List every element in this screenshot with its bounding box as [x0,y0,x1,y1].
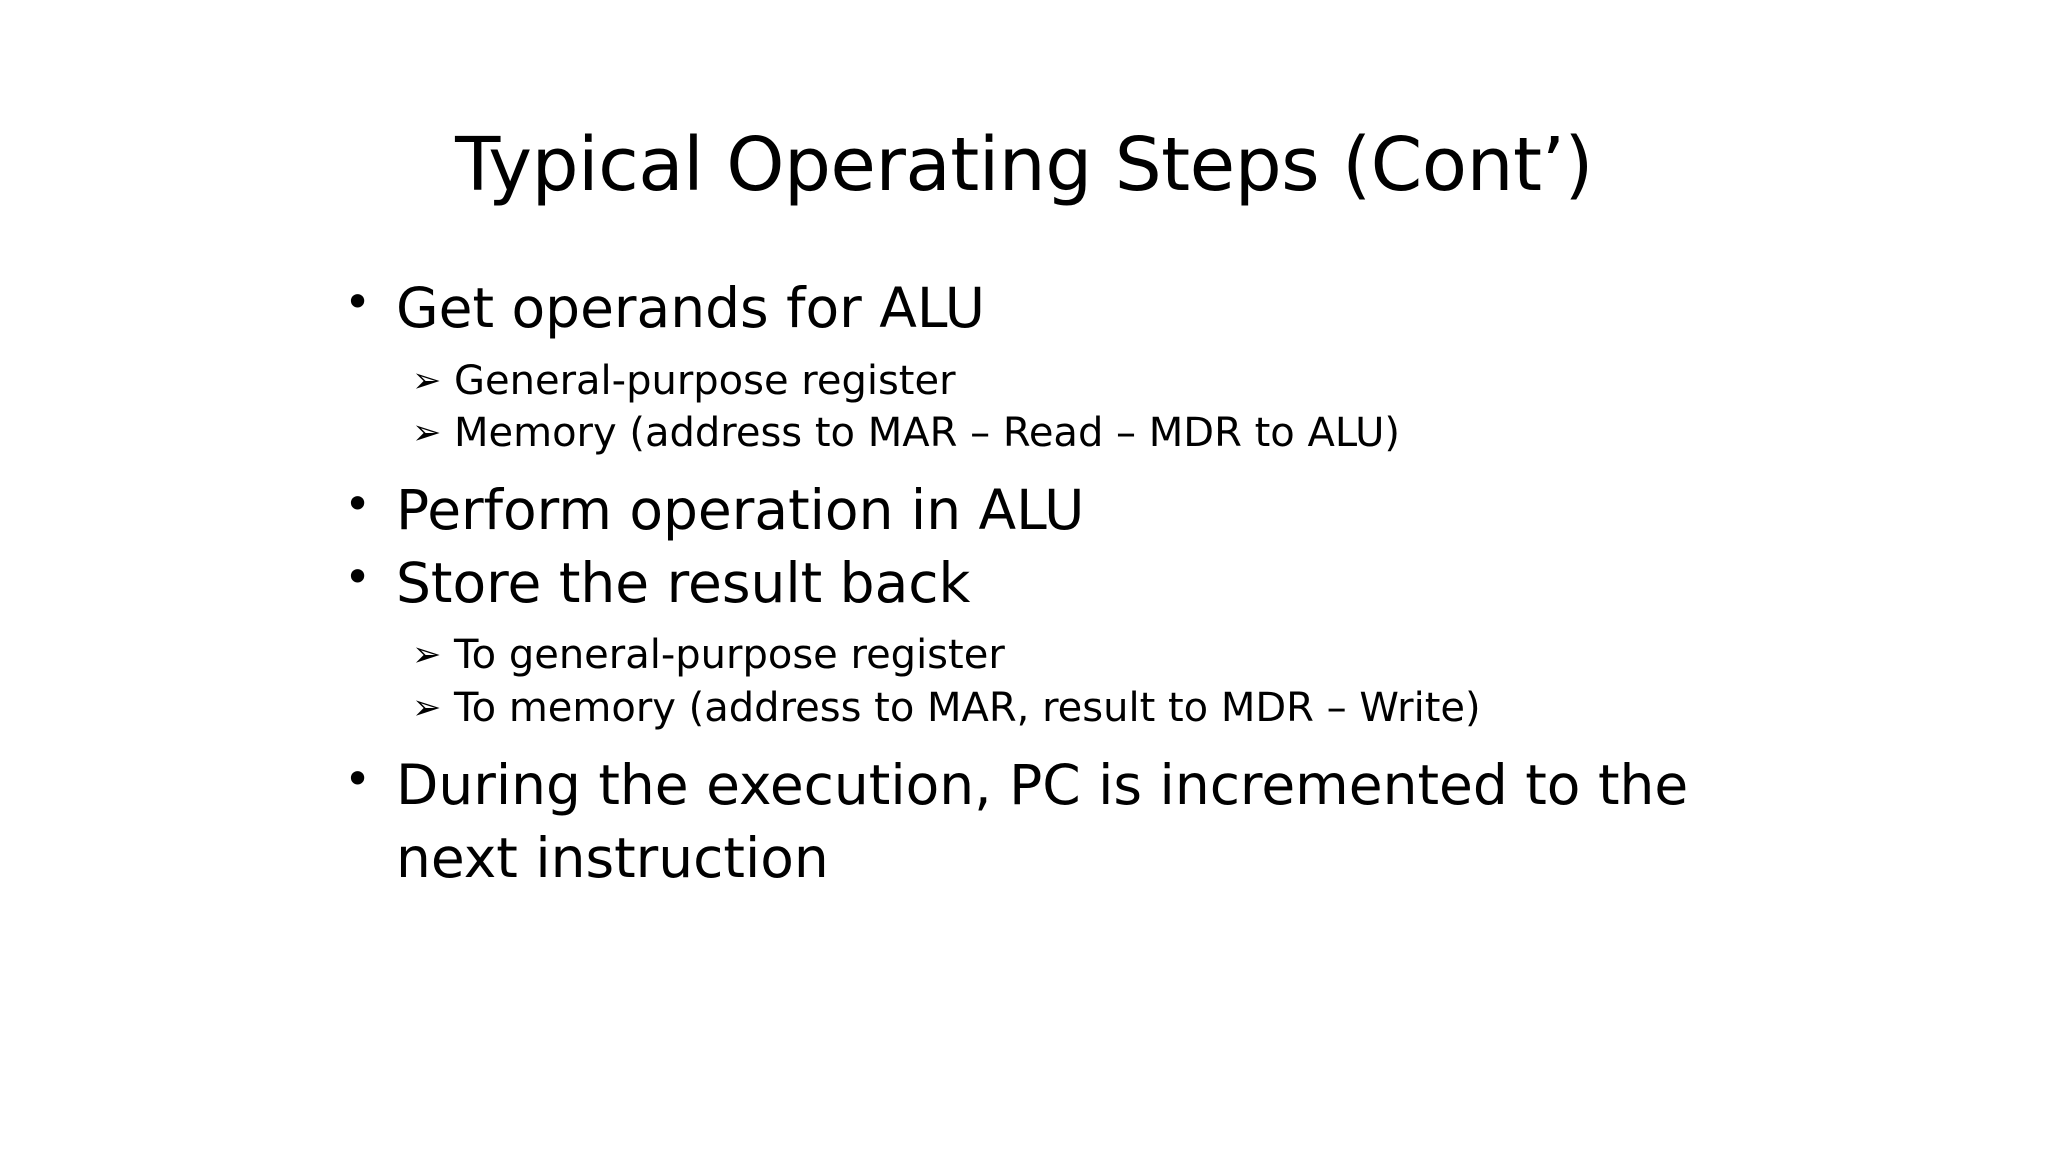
list-item: ➢ Memory (address to MAR – Read – MDR to… [412,407,1740,460]
list-item: ➢ To memory (address to MAR, result to M… [412,682,1740,735]
list-item: • During the execution, PC is incremente… [340,749,1740,894]
spacer [340,345,1740,355]
list-item-label: To general-purpose register [454,632,1005,679]
list-item: ➢ General-purpose register [412,355,1740,408]
list-item: ➢ To general-purpose register [412,629,1740,682]
arrowhead-bullet-icon: ➢ [412,360,442,401]
spacer [340,619,1740,629]
bullet-dot-icon: • [344,477,372,532]
list-item-label: During the execution, PC is incremented … [396,752,1689,890]
list-item-label: Perform operation in ALU [396,478,1085,543]
arrowhead-bullet-icon: ➢ [412,635,442,676]
bullet-dot-icon: • [344,751,372,806]
spacer [340,735,1740,749]
list-item-label: To memory (address to MAR, result to MDR… [454,685,1481,732]
arrowhead-bullet-icon: ➢ [412,688,442,729]
list-item-label: Store the result back [396,550,971,615]
bullet-dot-icon: • [344,549,372,604]
list-item: • Store the result back [340,547,1740,620]
list-item: • Get operands for ALU [340,272,1740,345]
list-item: • Perform operation in ALU [340,474,1740,547]
list-item-label: General-purpose register [454,357,956,404]
bullet-list: • Get operands for ALU ➢ General-purpose… [340,272,1740,894]
spacer [340,460,1740,474]
list-item-label: Get operands for ALU [396,276,986,340]
list-item-label: Memory (address to MAR – Read – MDR to A… [454,410,1400,457]
page-title: Typical Operating Steps (Cont’) [455,122,1593,208]
bullet-dot-icon: • [344,275,372,329]
arrowhead-bullet-icon: ➢ [412,413,442,454]
